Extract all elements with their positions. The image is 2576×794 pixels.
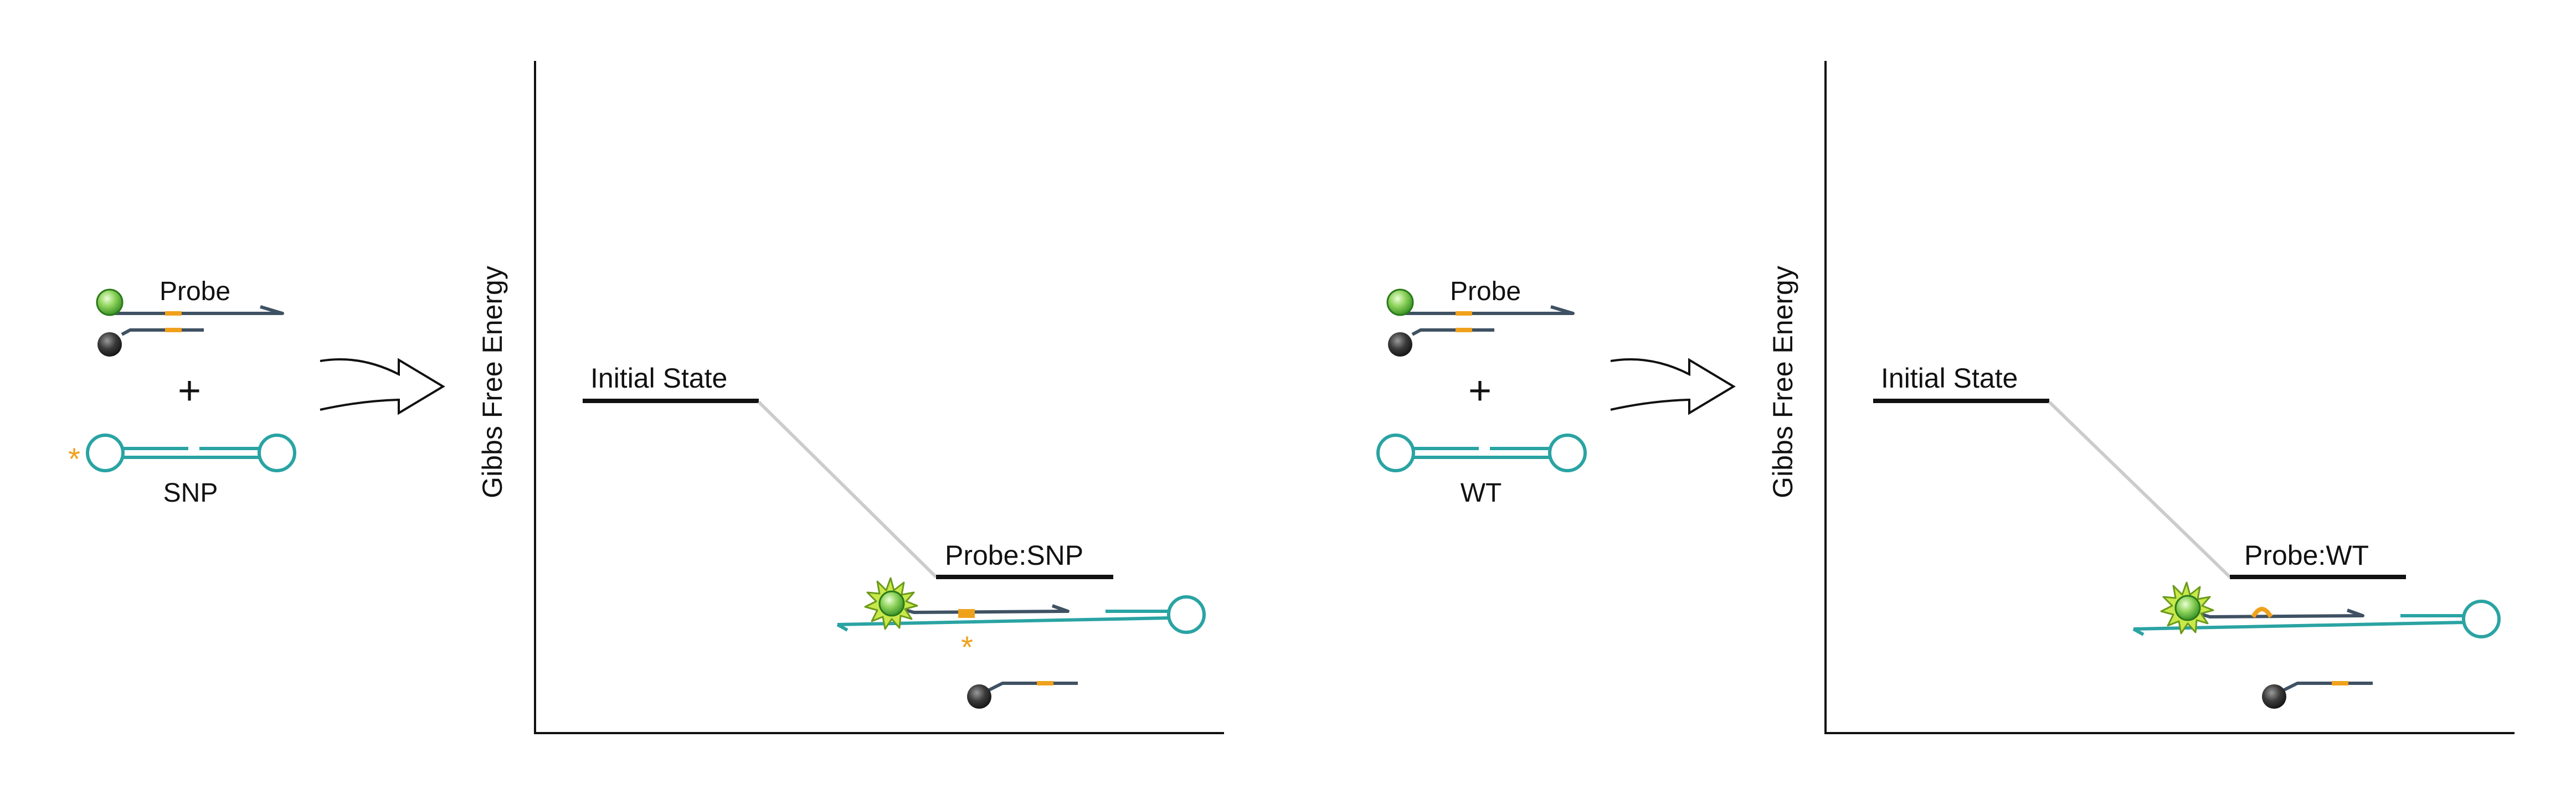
plus-sign: + — [178, 369, 201, 413]
plus-sign: + — [1468, 369, 1492, 413]
snp-marker: * — [961, 630, 973, 664]
energy-diagram-wt: Gibbs Free Energy Initial State Probe:WT — [1767, 61, 2515, 734]
fluorophore-icon — [96, 288, 124, 316]
reactants-wt: Probe + WT — [1376, 277, 1587, 508]
fluorophore-icon — [1386, 288, 1414, 316]
hairpin-loop — [1376, 434, 1415, 472]
target-strand — [2133, 621, 2465, 631]
target-strand — [2132, 627, 2145, 636]
target-label: WT — [1461, 478, 1502, 508]
mismatch-bulge — [2251, 607, 2273, 618]
panel-snp: Probe + * SNP Gibbs Free Energy Initial — [68, 61, 1224, 734]
mismatch-marker — [2332, 681, 2348, 685]
snp-target-hairpin: * SNP — [68, 434, 296, 508]
energy-path — [757, 400, 938, 579]
probe-strand — [898, 604, 1070, 614]
final-state-label: Probe:SNP — [945, 540, 1083, 571]
quencher-icon — [97, 332, 122, 357]
probe-wt-complex — [2132, 581, 2501, 638]
target-label: SNP — [163, 478, 218, 508]
y-axis-label: Gibbs Free Energy — [1767, 266, 1798, 498]
hairpin-loop — [86, 434, 125, 472]
energy-diagram-snp: Gibbs Free Energy Initial State Probe:SN… — [477, 61, 1224, 734]
initial-state-label: Initial State — [590, 363, 727, 394]
quencher-strand — [1411, 328, 1494, 336]
probe-molecule: Probe — [1386, 277, 1575, 357]
fluorescence-burst-icon — [2160, 581, 2214, 635]
quencher-icon — [1388, 332, 1412, 357]
reactants-snp: Probe + * SNP — [68, 277, 296, 508]
probe-strand — [111, 305, 284, 315]
panel-wt: Probe + WT Gibbs Free Energy Initial Sta… — [1376, 61, 2515, 734]
reaction-arrow — [320, 358, 445, 415]
released-quencher — [2262, 681, 2373, 709]
fluorophore-icon — [878, 590, 905, 617]
mismatch-marker — [165, 311, 182, 316]
probe-strand — [2194, 609, 2364, 618]
energy-path — [2048, 400, 2231, 579]
hairpin-loop — [258, 434, 296, 472]
target-strand — [836, 623, 849, 632]
hairpin-loop — [1167, 595, 1206, 634]
hairpin-loop — [2462, 600, 2501, 638]
mismatch-marker — [1456, 328, 1472, 332]
wt-target-hairpin: WT — [1376, 434, 1587, 508]
released-quencher — [967, 681, 1078, 709]
quencher-strand — [986, 682, 1078, 693]
probe-label: Probe — [1450, 277, 1521, 306]
probe-strand — [1401, 305, 1575, 315]
mismatch-marker — [958, 609, 975, 618]
snp-marker: * — [68, 441, 80, 476]
final-state-label: Probe:WT — [2244, 540, 2369, 571]
quencher-strand — [121, 328, 204, 336]
probe-molecule: Probe — [96, 277, 284, 357]
quencher-icon — [967, 684, 991, 709]
mismatch-marker — [1456, 311, 1472, 316]
y-axis-label: Gibbs Free Energy — [477, 266, 508, 498]
hairpin-loop — [1548, 434, 1587, 472]
reaction-arrow — [1610, 358, 1736, 415]
initial-state-label: Initial State — [1881, 363, 2018, 394]
fluorescence-burst-icon — [864, 577, 918, 630]
target-strand — [837, 616, 1170, 626]
probe-label: Probe — [160, 277, 230, 306]
quencher-strand — [2281, 682, 2373, 693]
mismatch-marker — [1037, 681, 1053, 685]
probe-snp-complex: * — [836, 577, 1206, 664]
fluorophore-icon — [2174, 595, 2201, 621]
quencher-icon — [2262, 684, 2286, 709]
mismatch-marker — [165, 328, 182, 332]
